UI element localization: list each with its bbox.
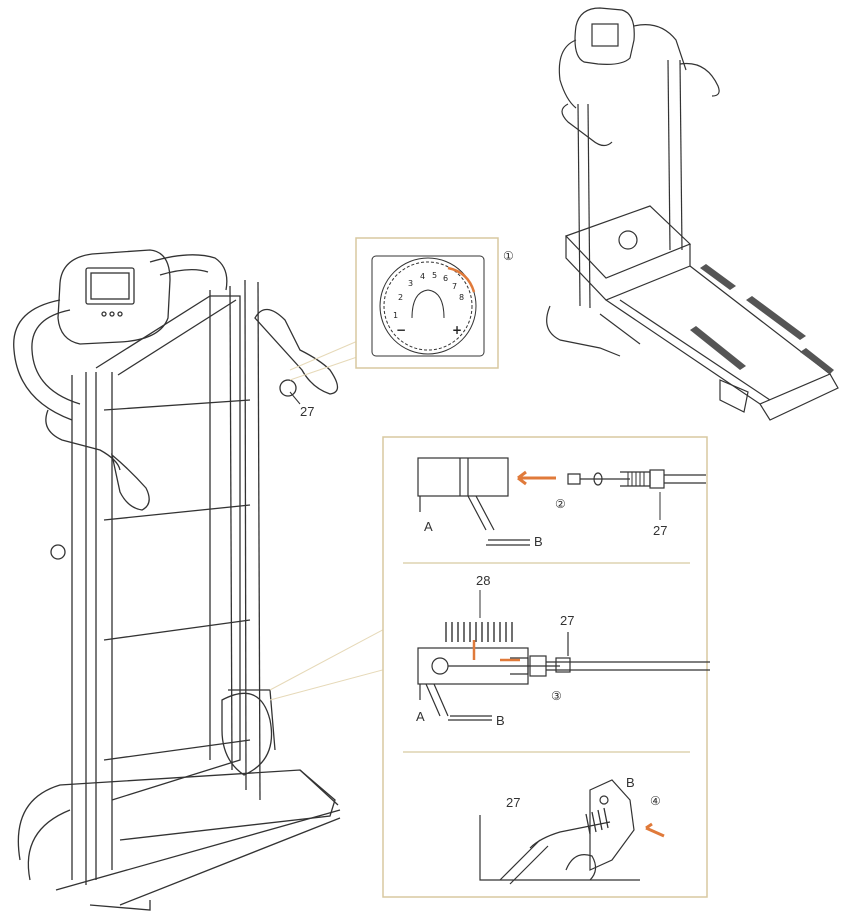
- dial-plus: +: [452, 323, 462, 337]
- dial-number-8: 8: [459, 293, 464, 302]
- dial-detail-panel: [355, 237, 499, 369]
- folded-treadmill-illustration: [13, 249, 341, 911]
- step4-arrow: [645, 822, 665, 838]
- dial-number-7: 7: [452, 282, 457, 291]
- step2-label-A: A: [424, 519, 433, 534]
- step3-marker: ③: [551, 689, 562, 703]
- dial-numbers: 1 2 3 4 5 6 7 8 − +: [393, 271, 464, 337]
- step2-label-B: B: [534, 534, 543, 549]
- step2-diagram: [417, 457, 706, 546]
- dial-number-5: 5: [432, 271, 437, 280]
- deck-stripes: [690, 264, 834, 374]
- arrow-icon: [517, 470, 556, 486]
- step3-label-27: 27: [560, 613, 574, 628]
- cable-detail-panel: [382, 436, 708, 898]
- step2-spring: [627, 472, 645, 486]
- step4-marker: ④: [650, 794, 661, 808]
- step3-spring-28: [445, 622, 513, 642]
- step4-label-B: B: [626, 775, 635, 790]
- step4-spring: [585, 807, 609, 835]
- step2-label-27: 27: [653, 523, 667, 538]
- step3-label-B: B: [496, 713, 505, 728]
- dial-number-1: 1: [393, 311, 398, 320]
- step4-label-27: 27: [506, 795, 520, 810]
- dial-number-3: 3: [408, 279, 413, 288]
- step1-marker: ①: [503, 249, 514, 263]
- part-27-leader: [289, 391, 301, 405]
- step3-label-28: 28: [476, 573, 490, 588]
- resistance-dial: [371, 255, 485, 357]
- step4-diagram: [479, 779, 640, 885]
- part-27-label: 27: [300, 404, 314, 419]
- step2-marker: ②: [555, 497, 566, 511]
- dial-number-2: 2: [398, 293, 403, 302]
- dial-number-4: 4: [420, 272, 425, 281]
- dial-number-6: 6: [443, 274, 448, 283]
- unfolded-treadmill-illustration: [546, 7, 839, 421]
- step3-label-A: A: [416, 709, 425, 724]
- dial-minus: −: [396, 323, 406, 337]
